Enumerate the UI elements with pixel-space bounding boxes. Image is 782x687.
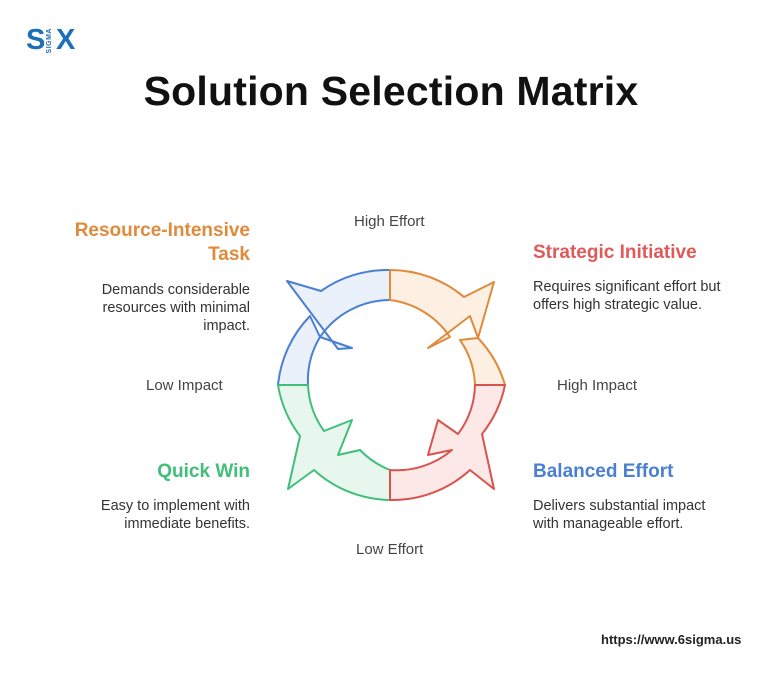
quadrant-heading-bottom-left: Quick Win xyxy=(157,461,250,482)
quadrant-arrow-top-right xyxy=(389,269,506,386)
page-title: Solution Selection Matrix xyxy=(143,68,639,114)
quadrant-desc-bottom-left: Easy to implement with immediate benefit… xyxy=(101,497,250,533)
desc-line-2: immediate benefits. xyxy=(124,516,250,532)
heading-line-1: Resource-Intensive xyxy=(74,220,250,241)
axis-label-bottom: Low Effort xyxy=(356,541,424,558)
quadrant-arrow-bottom-left xyxy=(277,384,391,501)
desc-line-2: offers high strategic value. xyxy=(533,297,702,313)
axis-label-right: High Impact xyxy=(557,377,638,394)
logo-letter-s: S xyxy=(26,24,46,56)
quadrant-heading-top-left: Resource-Intensive Task xyxy=(75,219,250,267)
desc-line-1: Easy to implement with xyxy=(100,498,250,514)
desc-line-1: Delivers substantial impact xyxy=(533,498,706,514)
quadrant-heading-top-right: Strategic Initiative xyxy=(533,242,697,263)
desc-line-1: Demands considerable xyxy=(101,282,250,298)
quadrant-arrow-bottom-right xyxy=(389,384,506,502)
quadrant-desc-bottom-right: Delivers substantial impact with managea… xyxy=(533,497,705,533)
quadrant-desc-top-left: Demands considerable resources with mini… xyxy=(102,281,250,335)
desc-line-2: with manageable effort. xyxy=(533,516,684,532)
heading-line-2: Task xyxy=(208,244,250,265)
brand-logo: S SIGMA X xyxy=(26,24,84,58)
axis-label-left: Low Impact xyxy=(146,377,223,394)
footer-url: https://www.6sigma.us xyxy=(601,632,742,647)
quadrant-heading-bottom-right: Balanced Effort xyxy=(533,461,674,482)
quadrant-desc-top-right: Requires significant effort but offers h… xyxy=(533,278,721,314)
desc-line-3: impact. xyxy=(203,318,250,334)
quadrant-arrow-top-left xyxy=(277,268,391,386)
axis-label-top: High Effort xyxy=(354,213,425,230)
desc-line-2: resources with minimal xyxy=(102,300,250,316)
desc-line-1: Requires significant effort but xyxy=(533,279,721,295)
logo-letter-x: X xyxy=(56,24,76,56)
